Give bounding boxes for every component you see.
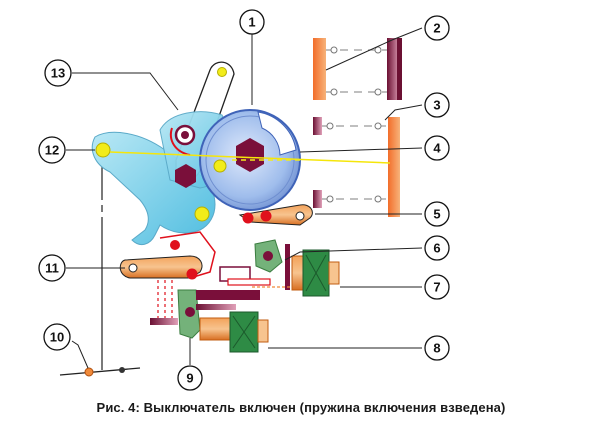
svg-text:12: 12 [45,143,59,158]
opening-spring-block-bottom [313,190,322,208]
svg-text:2: 2 [433,21,440,36]
figure-caption: Рис. 4: Выключатель включен (пружина вкл… [96,400,506,415]
closing-coil [291,249,340,297]
callout-13: 13 [44,59,72,87]
svg-text:4: 4 [433,141,441,156]
trip-shaft [177,289,260,339]
spring-end-bar [397,38,402,100]
svg-text:8: 8 [433,341,440,356]
callout-4: 4 [424,135,450,161]
callout-11: 11 [38,254,66,282]
opening-spring-block-top [313,117,322,135]
callout-1: 1 [239,9,265,35]
callout-7: 7 [424,274,450,300]
callout-10: 10 [43,323,71,351]
opening-spring-plate [388,117,400,217]
charging-drum [109,109,391,211]
rod-pivot-orange [84,367,94,377]
callout-12: 12 [38,136,66,164]
opening-spring-assembly [313,117,400,217]
rod-pivot-dark [119,367,125,373]
callout-5: 5 [424,201,450,227]
release-lever [219,239,290,290]
svg-text:9: 9 [186,371,193,386]
opening-coil [199,311,269,353]
svg-text:3: 3 [433,98,440,113]
closing-spring-assembly [313,38,402,100]
spring-anchor-plate-left [313,38,326,100]
closing-latch [238,204,313,226]
callout-9: 9 [177,365,203,391]
spring-anchor-plate-right [387,38,400,100]
callout-8: 8 [424,335,450,361]
trip-linkage [119,231,216,325]
callout-6: 6 [424,235,450,261]
svg-text:13: 13 [51,66,65,81]
svg-text:11: 11 [45,261,59,276]
svg-text:5: 5 [433,207,440,222]
leader-lines [66,27,423,369]
callout-3: 3 [424,92,450,118]
svg-text:7: 7 [433,280,440,295]
svg-text:1: 1 [248,15,255,30]
callout-2: 2 [424,15,450,41]
svg-text:10: 10 [50,330,64,345]
svg-text:6: 6 [433,241,440,256]
